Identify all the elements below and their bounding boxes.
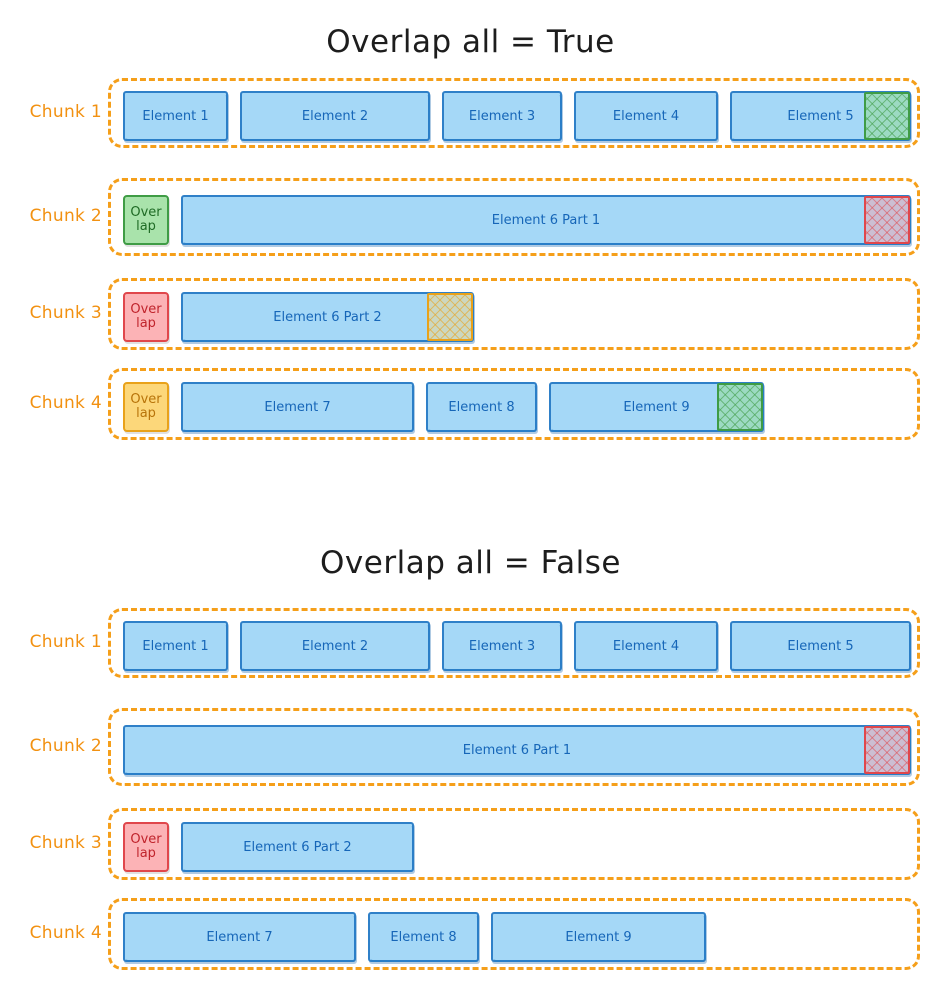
element-block: Element 6 Part 2 xyxy=(181,292,474,342)
overlap-marker-amber xyxy=(427,293,473,341)
element-block: Element 5 xyxy=(730,621,911,671)
element-block: Element 3 xyxy=(442,91,562,141)
element-block: Element 1 xyxy=(123,91,228,141)
element-block: Element 2 xyxy=(240,91,430,141)
overlap-label-line2: lap xyxy=(136,846,156,861)
overlap-marker-red xyxy=(864,196,910,244)
element-block: Element 4 xyxy=(574,621,718,671)
element-label: Element 4 xyxy=(612,108,680,124)
chunk-label-4: Chunk 4 xyxy=(29,923,102,943)
chunk-row: Chunk 2 Element 6 Part 1 xyxy=(0,708,941,786)
overlap-label-line2: lap xyxy=(136,406,156,421)
chunk-label-3: Chunk 3 xyxy=(29,833,102,853)
element-label: Element 5 xyxy=(787,638,854,654)
chunk-label-2: Chunk 2 xyxy=(29,736,102,756)
chunk-label-4: Chunk 4 xyxy=(29,393,102,413)
element-block: Element 8 xyxy=(426,382,537,432)
element-label: Element 3 xyxy=(468,108,536,124)
element-block: Element 3 xyxy=(442,621,562,671)
chunk-container-1: Element 1 Element 2 Element 3 Element 4 Elem… xyxy=(108,608,920,678)
overlap-label-line1: Over xyxy=(130,205,162,221)
element-label: Element 7 xyxy=(206,929,273,945)
overlap-label-line1: Over xyxy=(130,392,162,408)
chunk-track: Element 6 Part 1 xyxy=(123,711,911,783)
element-label: Element 3 xyxy=(468,638,536,654)
element-label: Element 7 xyxy=(264,399,331,415)
element-block: Element 1 xyxy=(123,621,228,671)
element-block: Element 2 xyxy=(240,621,430,671)
overlap-label-line2: lap xyxy=(136,219,156,234)
chunk-track: Element 7 Element 8 Element 9 xyxy=(123,901,905,967)
element-label: Element 8 xyxy=(390,929,457,945)
element-label: Element 9 xyxy=(565,929,632,945)
chunk-container-4: Element 7 Element 8 Element 9 xyxy=(108,898,920,970)
section-title: Overlap all = True xyxy=(326,24,615,60)
chunk-container-2: Element 6 Part 1 xyxy=(108,708,920,786)
chunk-label-1: Chunk 1 xyxy=(29,102,102,122)
overlap-label-line1: Over xyxy=(130,302,162,318)
element-block: Element 9 xyxy=(491,912,706,962)
chunk-label-2: Chunk 2 xyxy=(29,206,102,226)
chunk-track: Element 1 Element 2 Element 3 Element 4 Elem… xyxy=(123,81,911,145)
overlap-marker-green xyxy=(864,92,910,140)
element-block: Element 5 xyxy=(730,91,911,141)
element-block: Element 7 xyxy=(123,912,356,962)
element-block: Element 6 Part 1 xyxy=(123,725,911,775)
overlap-marker-green xyxy=(717,383,763,431)
element-block: Element 9 xyxy=(549,382,764,432)
chunk-label-3: Chunk 3 xyxy=(29,303,102,323)
element-label: Element 5 xyxy=(787,108,854,124)
section-title: Overlap all = False xyxy=(320,545,621,581)
element-label: Element 8 xyxy=(448,399,515,415)
chunk-track: Element 1 Element 2 Element 3 Element 4 Elem… xyxy=(123,611,911,675)
element-label: Element 6 Part 1 xyxy=(462,742,572,758)
element-block: Element 4 xyxy=(574,91,718,141)
element-block: Element 6 Part 2 xyxy=(181,822,414,872)
element-block: Element 6 Part 1 xyxy=(181,195,911,245)
element-label: Element 6 Part 2 xyxy=(273,309,382,325)
element-label: Element 9 xyxy=(623,399,690,415)
element-label: Element 4 xyxy=(612,638,680,654)
chunk-container-1: Element 1 Element 2 Element 3 Element 4 Elem… xyxy=(108,78,920,148)
element-label: Element 2 xyxy=(301,638,369,654)
overlap-marker-red xyxy=(864,726,910,774)
element-label: Element 2 xyxy=(301,108,369,124)
element-block: Element 7 xyxy=(181,382,414,432)
overlap-label-line1: Over xyxy=(130,832,162,848)
element-label: Element 6 Part 2 xyxy=(243,839,352,855)
element-label: Element 6 Part 1 xyxy=(491,212,601,228)
element-label: Element 1 xyxy=(142,108,209,124)
chunk-label-1: Chunk 1 xyxy=(29,632,102,652)
chunk-row: Chunk 4 Element 7 Element 8 Element 9 xyxy=(0,898,941,970)
element-block: Element 8 xyxy=(368,912,479,962)
overlap-label-line2: lap xyxy=(136,316,156,331)
element-label: Element 1 xyxy=(142,638,209,654)
